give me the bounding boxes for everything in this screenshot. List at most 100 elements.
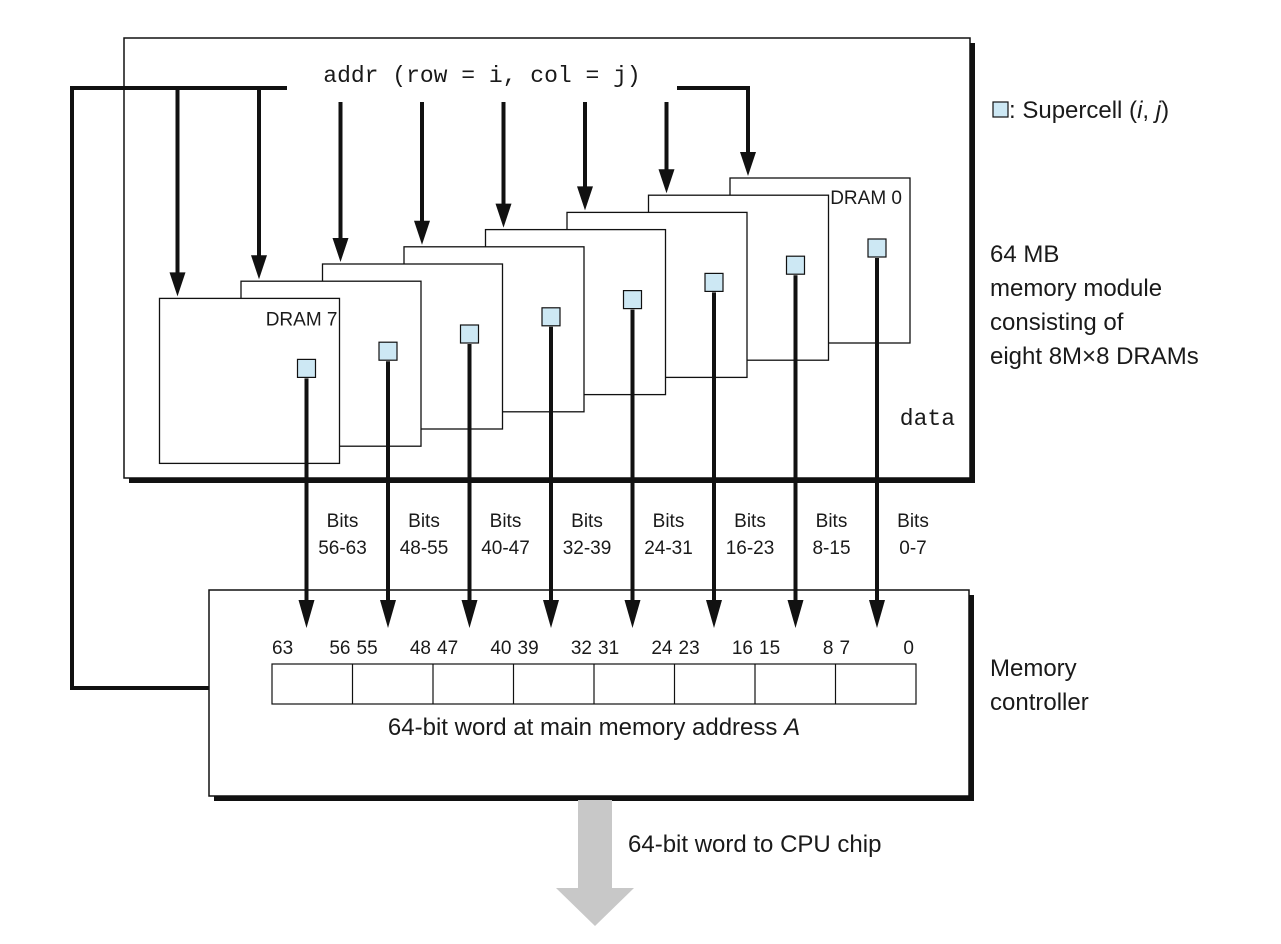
dram-7-label: DRAM 7 bbox=[266, 309, 338, 330]
address-arrow-head bbox=[251, 255, 267, 280]
bits-label-2-word: Bits bbox=[490, 511, 522, 532]
word-caption: 64-bit word at main memory address A bbox=[388, 714, 800, 741]
bits-label-3-word: Bits bbox=[571, 511, 603, 532]
address-arrow-4 bbox=[414, 88, 430, 245]
data-arrow-head bbox=[869, 600, 885, 628]
module-label-line-3: consisting of bbox=[990, 309, 1124, 336]
bits-labels: Bits56-63Bits48-55Bits40-47Bits32-39Bits… bbox=[318, 511, 929, 559]
bits-label-6-range: 8-15 bbox=[812, 538, 850, 559]
bit-index: 0 bbox=[903, 638, 914, 659]
bit-index: 56 bbox=[329, 638, 350, 659]
address-arrow-2 bbox=[577, 88, 593, 211]
data-arrow-5 bbox=[461, 344, 478, 628]
cpu-arrow-head bbox=[556, 888, 634, 926]
address-arrow-0 bbox=[740, 88, 756, 176]
supercell bbox=[378, 341, 398, 361]
bit-index: 40 bbox=[490, 638, 511, 659]
data-arrow-head bbox=[461, 600, 478, 628]
bit-index: 16 bbox=[732, 638, 753, 659]
cpu-label: 64-bit word to CPU chip bbox=[628, 831, 881, 858]
addr-label: addr (row = i, col = j) bbox=[323, 63, 640, 89]
address-arrow-head bbox=[414, 220, 430, 245]
controller-label-line-1: Memory bbox=[990, 655, 1077, 682]
bits-label-7-word: Bits bbox=[897, 511, 929, 532]
bit-index: 55 bbox=[357, 638, 378, 659]
bit-index: 23 bbox=[679, 638, 700, 659]
controller-label-line-2: controller bbox=[990, 689, 1089, 716]
bits-label-0-range: 56-63 bbox=[318, 538, 367, 559]
bit-index: 31 bbox=[598, 638, 619, 659]
bits-label-0-word: Bits bbox=[327, 511, 359, 532]
data-arrow-2 bbox=[706, 292, 722, 628]
data-arrows bbox=[298, 258, 885, 628]
address-arrow-6 bbox=[251, 88, 267, 280]
data-arrow-3 bbox=[624, 309, 641, 628]
data-arrow-0 bbox=[869, 258, 885, 628]
supercell bbox=[459, 324, 480, 344]
supercell bbox=[867, 238, 887, 258]
dram-chip-7 bbox=[158, 297, 341, 465]
cpu-arrow bbox=[556, 800, 634, 926]
legend-text: : Supercell (i, j) bbox=[1009, 97, 1169, 124]
data-arrow-head bbox=[787, 600, 804, 628]
bits-label-5-word: Bits bbox=[734, 511, 766, 532]
cpu-arrow-shaft bbox=[578, 800, 612, 888]
address-arrow-3 bbox=[495, 88, 512, 228]
bit-index: 7 bbox=[840, 638, 851, 659]
bits-label-5-range: 16-23 bbox=[726, 538, 775, 559]
bits-label-6-word: Bits bbox=[816, 511, 848, 532]
address-arrow-head bbox=[332, 238, 349, 262]
data-arrow-7 bbox=[298, 378, 315, 628]
bit-index: 24 bbox=[651, 638, 673, 659]
address-arrow-head bbox=[495, 203, 512, 228]
address-arrow-head bbox=[577, 186, 593, 211]
word-caption-var: A bbox=[782, 714, 800, 741]
dram-chip-box bbox=[158, 297, 341, 465]
module-description: 64 MB memory module consisting of eight … bbox=[990, 241, 1199, 370]
word-caption-prefix: 64-bit word at main memory address bbox=[388, 714, 784, 741]
dram-chips: DRAM 0 DRAM 7 bbox=[158, 177, 911, 465]
dram-0-label: DRAM 0 bbox=[830, 188, 902, 209]
supercell bbox=[704, 272, 724, 292]
bit-index: 8 bbox=[823, 638, 834, 659]
controller-description: Memory controller bbox=[990, 655, 1089, 716]
address-arrow-5 bbox=[332, 88, 349, 262]
bits-label-1-word: Bits bbox=[408, 511, 440, 532]
address-arrow-head bbox=[169, 272, 186, 297]
bits-label-2-range: 40-47 bbox=[481, 538, 530, 559]
data-arrow-head bbox=[543, 600, 559, 628]
bit-index: 48 bbox=[410, 638, 431, 659]
bit-index: 15 bbox=[759, 638, 780, 659]
legend-suffix: ) bbox=[1161, 97, 1169, 124]
address-arrow-7 bbox=[169, 88, 186, 297]
data-arrow-head bbox=[624, 600, 641, 628]
data-label: data bbox=[900, 406, 955, 432]
bit-index: 32 bbox=[571, 638, 592, 659]
bit-index: 47 bbox=[437, 638, 458, 659]
data-arrow-head bbox=[380, 600, 396, 628]
supercell bbox=[785, 255, 806, 275]
legend-prefix: : Supercell ( bbox=[1009, 97, 1137, 124]
bit-index: 39 bbox=[518, 638, 539, 659]
bits-label-4-word: Bits bbox=[653, 511, 685, 532]
legend-i: i bbox=[1137, 97, 1143, 124]
address-arrow-1 bbox=[658, 88, 675, 194]
address-arrow-head bbox=[658, 169, 675, 194]
data-arrow-head bbox=[706, 600, 722, 628]
module-label-line-2: memory module bbox=[990, 275, 1162, 302]
module-label-line-4: eight 8M×8 DRAMs bbox=[990, 343, 1199, 370]
data-arrow-4 bbox=[543, 326, 559, 628]
address-arrows bbox=[169, 88, 756, 297]
data-arrow-6 bbox=[380, 361, 396, 628]
data-arrow-1 bbox=[787, 275, 804, 628]
supercell bbox=[622, 290, 643, 310]
supercell bbox=[541, 307, 561, 327]
bits-label-1-range: 48-55 bbox=[400, 538, 449, 559]
data-arrow-head bbox=[298, 600, 315, 628]
module-label-line-1: 64 MB bbox=[990, 241, 1059, 268]
supercell-legend-icon bbox=[992, 101, 1009, 118]
legend-j: j bbox=[1153, 97, 1162, 124]
supercell bbox=[296, 358, 317, 378]
